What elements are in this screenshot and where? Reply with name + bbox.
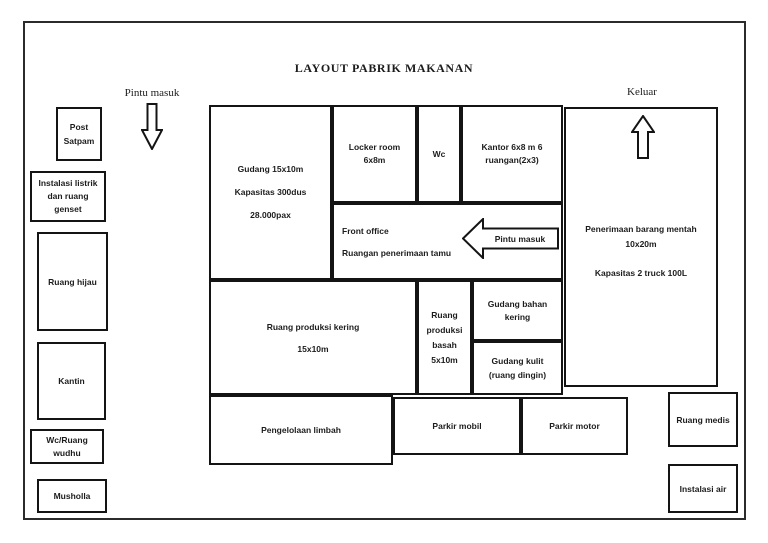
room-produksi-kering-label: Ruang produksi kering 15x10m xyxy=(266,321,360,354)
exit-label: Keluar xyxy=(627,86,657,98)
room-instalasi-listrik: Instalasi listrik dan ruang genset xyxy=(30,171,106,222)
room-musholla-label: Musholla xyxy=(53,491,91,501)
room-front-office-label: Front office Ruangan penerimaan tamu xyxy=(342,225,452,258)
room-kantor: Kantor 6x8 m 6 ruangan(2x3) xyxy=(461,105,563,203)
room-kantin-label: Kantin xyxy=(58,376,85,386)
room-produksi-basah: Ruang produksi basah 5x10m xyxy=(417,280,472,395)
entrance-arrow-label: Pintu masuk xyxy=(494,233,546,244)
entrance-arrow-down-icon xyxy=(141,103,163,150)
room-instalasi-air: Instalasi air xyxy=(668,464,738,513)
room-kantin: Kantin xyxy=(37,342,106,420)
room-ruang-medis-label: Ruang medis xyxy=(676,414,730,425)
entrance-arrow-left-icon: Pintu masuk xyxy=(462,218,559,259)
room-produksi-kering: Ruang produksi kering 15x10m xyxy=(209,280,417,395)
room-kantor-label: Kantor 6x8 m 6 ruangan(2x3) xyxy=(481,142,543,165)
room-gudang-bahan-kering-label: Gudang bahan kering xyxy=(487,298,548,322)
room-pengelolaan-limbah: Pengelolaan limbah xyxy=(209,395,393,465)
room-gudang-bahan-kering: Gudang bahan kering xyxy=(472,280,563,341)
room-pengelolaan-limbah-label: Pengelolaan limbah xyxy=(261,425,341,435)
room-penerimaan-label: Penerimaan barang mentah 10x20m Kapasita… xyxy=(585,224,697,278)
exit-arrow-up-icon xyxy=(631,115,655,159)
room-penerimaan: Penerimaan barang mentah 10x20m Kapasita… xyxy=(564,107,718,387)
room-ruang-hijau: Ruang hijau xyxy=(37,232,108,331)
outer-border xyxy=(23,21,746,520)
room-produksi-basah-label: Ruang produksi basah 5x10m xyxy=(426,309,463,365)
room-instalasi-listrik-label: Instalasi listrik dan ruang genset xyxy=(38,178,98,214)
room-gudang-kulit-label: Gudang kulit (ruang dingin) xyxy=(488,356,547,380)
room-wc-label: Wc xyxy=(432,149,446,159)
entrance-label: Pintu masuk xyxy=(124,87,180,99)
room-parkir-motor-label: Parkir motor xyxy=(549,421,600,431)
room-gudang-kulit: Gudang kulit (ruang dingin) xyxy=(472,341,563,395)
page-title: LAYOUT PABRIK MAKANAN xyxy=(294,61,474,75)
room-locker-room-label: Locker room 6x8m xyxy=(348,142,401,165)
room-parkir-mobil: Parkir mobil xyxy=(393,397,521,455)
room-ruang-hijau-label: Ruang hijau xyxy=(48,276,97,287)
room-ruang-medis: Ruang medis xyxy=(668,392,738,447)
room-wc-wudhu-label: Wc/Ruang wudhu xyxy=(46,434,88,458)
room-front-office: Front office Ruangan penerimaan tamu Pin… xyxy=(332,203,563,280)
room-gudang-label: Gudang 15x10m Kapasitas 300dus 28.000pax xyxy=(234,164,307,220)
room-wc-wudhu: Wc/Ruang wudhu xyxy=(30,429,104,464)
room-gudang: Gudang 15x10m Kapasitas 300dus 28.000pax xyxy=(209,105,332,280)
room-post-satpam-label: Post Satpam xyxy=(63,122,95,146)
room-parkir-mobil-label: Parkir mobil xyxy=(432,421,482,431)
room-post-satpam: Post Satpam xyxy=(56,107,102,161)
room-wc: Wc xyxy=(417,105,461,203)
room-locker-room: Locker room 6x8m xyxy=(332,105,417,203)
room-parkir-motor: Parkir motor xyxy=(521,397,628,455)
room-instalasi-air-label: Instalasi air xyxy=(679,483,727,494)
room-musholla: Musholla xyxy=(37,479,107,513)
